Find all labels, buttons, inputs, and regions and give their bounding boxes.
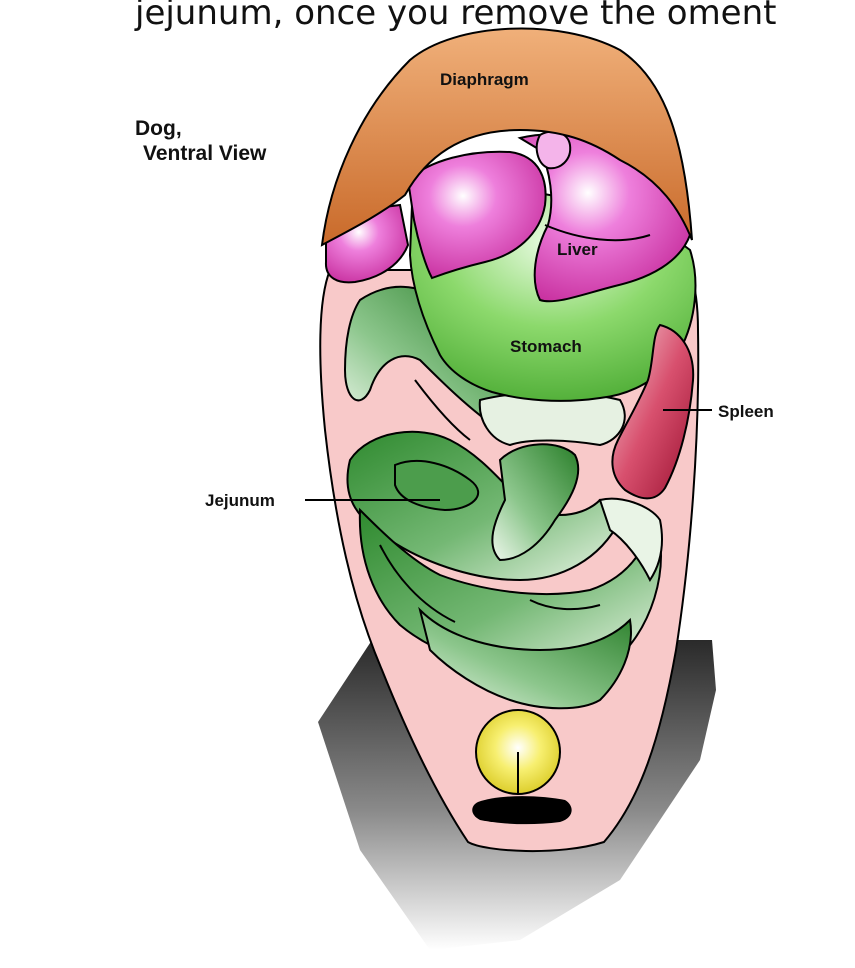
diaphragm-label: Diaphragm <box>440 70 529 89</box>
spleen <box>611 323 695 500</box>
stomach-label: Stomach <box>510 337 582 356</box>
spleen-label: Spleen <box>718 402 774 421</box>
jejunum-label: Jejunum <box>205 491 275 510</box>
redaction-mark <box>472 796 572 825</box>
slide-heading: jejunum, once you remove the oment <box>134 0 776 33</box>
diaphragm <box>320 27 693 247</box>
caption-species: Dog, <box>135 117 182 140</box>
caption-view: Ventral View <box>143 142 267 165</box>
liver-label: Liver <box>557 240 598 259</box>
jejunum <box>343 285 663 710</box>
